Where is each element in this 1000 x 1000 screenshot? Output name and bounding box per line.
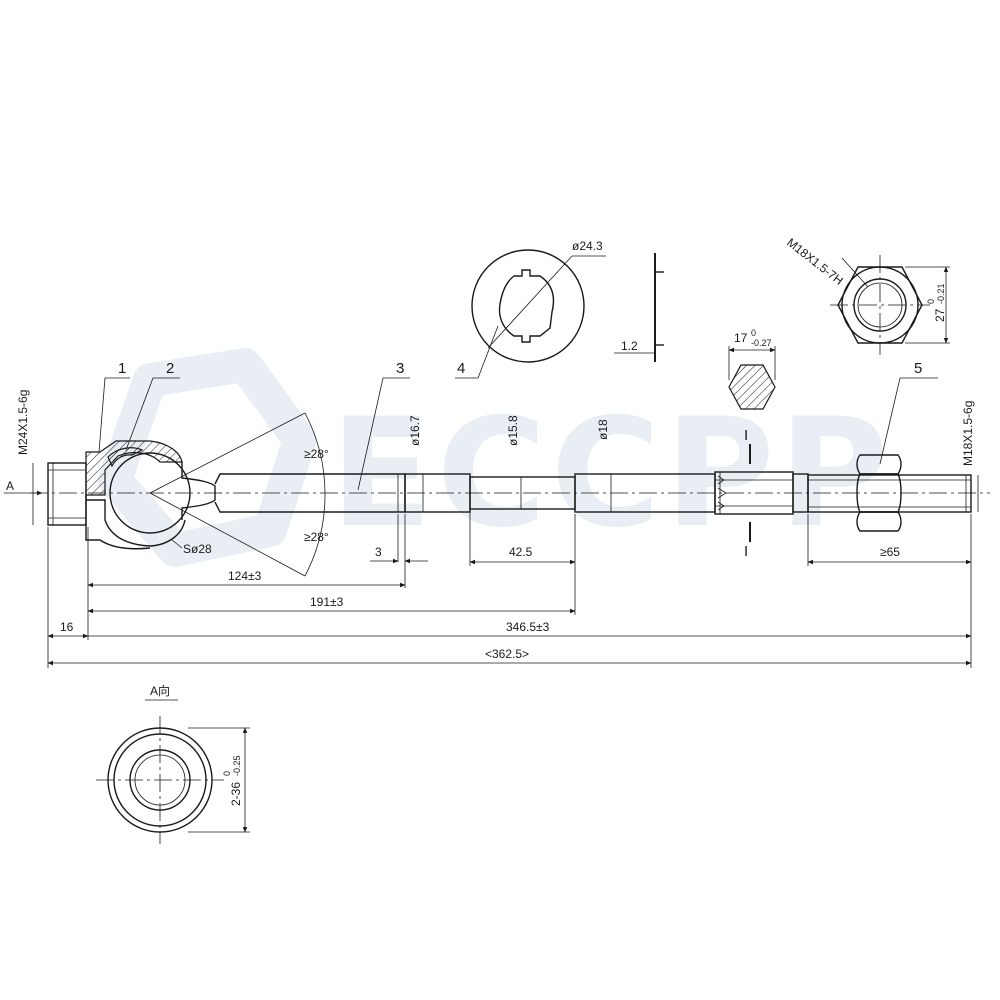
dim-65: ≥65	[880, 545, 900, 559]
dim-3: 3	[375, 545, 382, 559]
dim-42-5: 42.5	[509, 545, 533, 559]
hex-flat-tol-lower: -0.27	[751, 338, 772, 348]
section-mark-top: I	[744, 427, 748, 444]
angle-top-label: ≥28°	[304, 447, 329, 461]
view-a-tol-lower: -0.25	[232, 755, 242, 776]
callout-1: 1	[118, 360, 126, 377]
outer-thread-label: M24X1.5-6g	[16, 390, 30, 455]
view-a: A向 2-36 0 -0.25	[96, 683, 250, 844]
dim-346-5: 346.5±3	[506, 620, 550, 634]
nut-flat-tol-upper: 0	[926, 299, 936, 304]
callouts: 1 2 3 4 5	[98, 325, 938, 491]
dim-362-5: <362.5>	[485, 647, 529, 661]
washer-front-view: ø24.3	[471, 239, 606, 363]
callout-2: 2	[166, 360, 174, 377]
dia-15-8-label: ø15.8	[506, 415, 520, 446]
section-mark-bottom: I	[744, 543, 748, 560]
datum-a-label: A	[6, 479, 14, 493]
nut-flat-tol-lower: -0.21	[936, 283, 946, 304]
dia-18-label: ø18	[596, 419, 610, 440]
nut-top-view: M18X1.5-7H 27 0 -0.21	[784, 235, 950, 355]
angle-bottom-label: ≥28°	[304, 530, 329, 544]
washer-side-view: 1.2	[614, 253, 664, 362]
nut-thread-label: M18X1.5-7H	[784, 235, 846, 288]
dim-124: 124±3	[228, 569, 262, 583]
nut-flat-label: 27	[933, 308, 947, 322]
view-a-label: A向	[150, 683, 170, 698]
washer-dia-label: ø24.3	[572, 239, 603, 253]
outer-thread-stub	[47, 462, 87, 526]
inner-thread-label: M18X1.5-6g	[961, 401, 975, 466]
dia-16-7-label: ø16.7	[408, 415, 422, 446]
ball-stud	[109, 452, 191, 534]
watermark: ECCPP	[98, 348, 889, 567]
section-marks: I I	[744, 427, 751, 560]
view-a-flat-label: 2-36	[229, 782, 243, 806]
callout-5: 5	[914, 360, 922, 377]
jam-nut-side	[856, 454, 902, 532]
dim-191: 191±3	[310, 595, 344, 609]
angle-construction	[149, 412, 326, 577]
washer-thk-label: 1.2	[621, 339, 638, 353]
rack-shaft	[214, 471, 972, 515]
ball-dia-label: Sø28	[183, 542, 212, 556]
watermark-logo-icon	[98, 348, 317, 567]
hex-flat-tol-upper: 0	[751, 328, 756, 338]
ball-housing	[85, 440, 216, 550]
hex-section-view: 17 0 -0.27	[728, 328, 776, 410]
hex-flat-label: 17	[734, 331, 748, 345]
callout-4: 4	[457, 360, 465, 377]
dim-16: 16	[60, 620, 74, 634]
dimension-lines: 3 42.5 ≥65 124±3 191±3 16 346.5±3 <362.5…	[47, 512, 972, 668]
callout-3: 3	[396, 360, 404, 377]
view-a-tol-upper: 0	[222, 771, 232, 776]
